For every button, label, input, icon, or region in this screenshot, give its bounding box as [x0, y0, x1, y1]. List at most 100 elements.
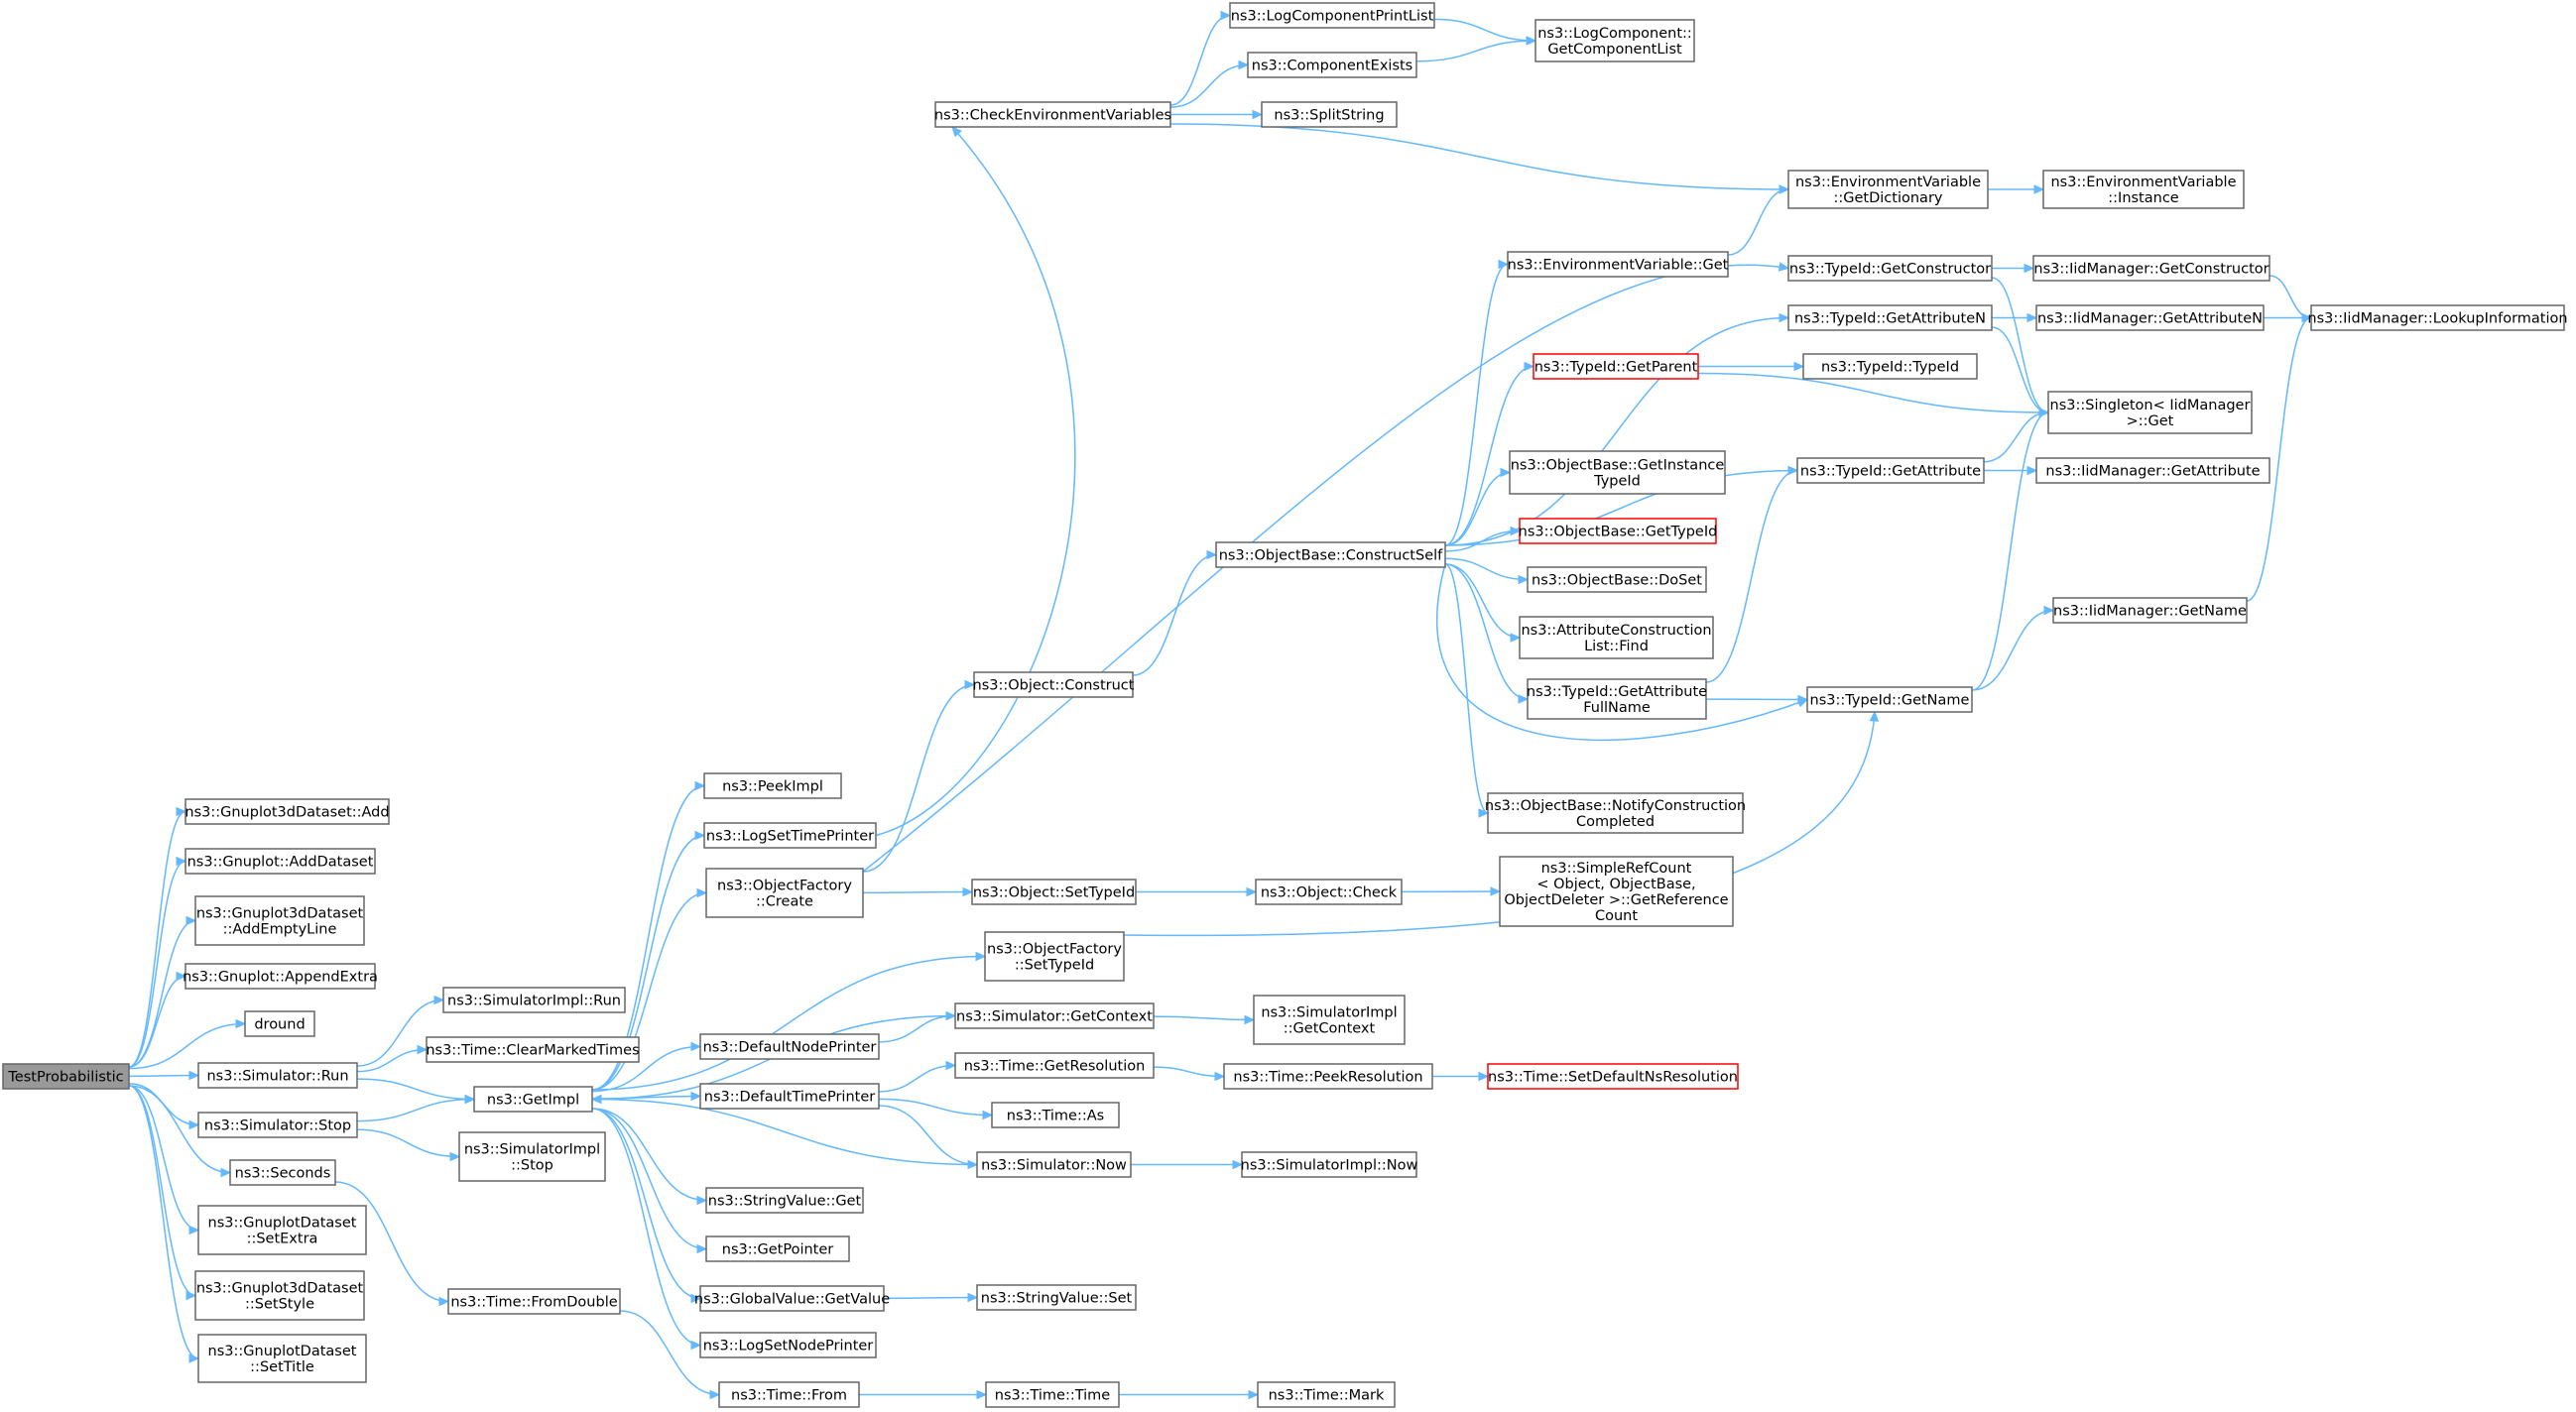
node-typeid_getattributen[interactable]: ns3::TypeId::GetAttributeN [1787, 304, 1993, 331]
node-typeid_getparent[interactable]: ns3::TypeId::GetParent [1533, 353, 1699, 380]
node-time_fromdouble[interactable]: ns3::Time::FromDouble [447, 1288, 621, 1315]
node-box [2035, 304, 2265, 331]
node-singleton_get[interactable]: ns3::Singleton< IidManager >::Get [2047, 391, 2253, 434]
node-box [197, 1334, 367, 1383]
node-gds_settitle[interactable]: ns3::GnuplotDataset::SetTitle [197, 1334, 367, 1383]
node-of_create[interactable]: ns3::ObjectFactory::Create [705, 868, 864, 918]
node-simplerefcount[interactable]: ns3::SimpleRefCount< Object, ObjectBase,… [1499, 856, 1734, 927]
edge-seconds-to-time_fromdouble [334, 1181, 450, 1307]
node-envvar_getdict[interactable]: ns3::EnvironmentVariable::GetDictionary [1787, 170, 1989, 209]
node-defaulttimeprinter[interactable]: ns3::DefaultTimePrinter [699, 1083, 880, 1110]
node-time_from[interactable]: ns3::Time::From [718, 1381, 860, 1408]
node-sim_now[interactable]: ns3::Simulator::Now [976, 1151, 1132, 1178]
node-typeid_typeid[interactable]: ns3::TypeId::TypeId [1802, 353, 1978, 380]
node-label: ns3::GetImpl [487, 1093, 579, 1109]
node-label: ns3::Singleton< IidManager [2050, 398, 2251, 413]
edge-checkenv-to-componentexists [1169, 59, 1250, 108]
node-ob_notifyconstruction[interactable]: ns3::ObjectBase::NotifyConstructionCompl… [1485, 792, 1746, 834]
node-logcomp_getlist[interactable]: ns3::LogComponent::GetComponentList [1534, 19, 1695, 62]
node-box [1487, 792, 1744, 834]
edge-iid_getname-to-iid_lookupinfo [2246, 312, 2313, 602]
node-iid_getattributen[interactable]: ns3::IidManager::GetAttributeN [2035, 304, 2265, 331]
node-iid_getname[interactable]: ns3::IidManager::GetName [2052, 597, 2248, 624]
node-simimpl_now[interactable]: ns3::SimulatorImpl::Now [1241, 1151, 1418, 1178]
node-label: ns3::Time::FromDouble [450, 1295, 617, 1311]
node-iid_getconstructor[interactable]: ns3::IidManager::GetConstructor [2032, 255, 2270, 282]
node-logsettimeprinter[interactable]: ns3::LogSetTimePrinter [703, 822, 877, 849]
node-stringvalue_set[interactable]: ns3::StringValue::Set [976, 1284, 1137, 1311]
node-envvar_get[interactable]: ns3::EnvironmentVariable::Get [1507, 251, 1729, 278]
node-envvar_instance[interactable]: ns3::EnvironmentVariable::Instance [2042, 170, 2245, 209]
node-box [194, 1270, 365, 1321]
node-time_mark[interactable]: ns3::Time::Mark [1257, 1381, 1396, 1408]
node-sim_stop[interactable]: ns3::Simulator::Stop [197, 1112, 358, 1138]
node-time_setdefaultns[interactable]: ns3::Time::SetDefaultNsResolution [1487, 1063, 1739, 1090]
node-ob_gettypeid[interactable]: ns3::ObjectBase::GetTypeId [1519, 518, 1718, 544]
node-gds_setextra[interactable]: ns3::GnuplotDataset::SetExtra [197, 1205, 367, 1255]
node-g3d_setstyle[interactable]: ns3::Gnuplot3dDataset::SetStyle [194, 1270, 365, 1321]
node-logcompprintlist[interactable]: ns3::LogComponentPrintList [1229, 2, 1435, 29]
node-dround[interactable]: dround [244, 1010, 315, 1037]
node-label: ns3::SimulatorImpl::Run [447, 994, 621, 1009]
node-ob_doset[interactable]: ns3::ObjectBase::DoSet [1527, 566, 1707, 593]
node-label: FullName [1583, 700, 1651, 716]
node-label: ns3::SimulatorImpl [1261, 1005, 1397, 1021]
node-label: ns3::LogComponentPrintList [1231, 9, 1434, 25]
node-box [197, 1062, 358, 1089]
node-time_as[interactable]: ns3::Time::As [991, 1102, 1120, 1128]
node-object_settypeid[interactable]: ns3::Object::SetTypeId [971, 879, 1137, 905]
node-simimpl_run[interactable]: ns3::SimulatorImpl::Run [442, 987, 626, 1013]
edge-root-to-g3d_setstyle [128, 1085, 197, 1301]
node-gv_getvalue[interactable]: ns3::GlobalValue::GetValue [694, 1285, 890, 1312]
node-getpointer[interactable]: ns3::GetPointer [705, 1236, 850, 1262]
node-simimpl_getcontext[interactable]: ns3::SimulatorImpl::GetContext [1253, 995, 1406, 1045]
node-time_clearmarked[interactable]: ns3::Time::ClearMarkedTimes [426, 1036, 640, 1063]
node-typeid_getconstructor[interactable]: ns3::TypeId::GetConstructor [1787, 255, 1993, 282]
node-checkenv[interactable]: ns3::CheckEnvironmentVariables [934, 101, 1171, 128]
node-label: ns3::Time::PeekResolution [1233, 1070, 1422, 1086]
edge-ob_constructself-to-typeid_getattributen [1444, 312, 1790, 546]
node-logsetnodeprinter[interactable]: ns3::LogSetNodePrinter [699, 1332, 877, 1358]
node-object_construct[interactable]: ns3::Object::Construct [973, 671, 1135, 698]
node-g3d_add[interactable]: ns3::Gnuplot3dDataset::Add [184, 798, 390, 825]
node-gnu_adddataset[interactable]: ns3::Gnuplot::AddDataset [184, 848, 376, 875]
edge-getimpl-to-logsettimeprinter [591, 830, 706, 1091]
edge-getimpl-to-of_create [591, 887, 708, 1091]
node-componentexists[interactable]: ns3::ComponentExists [1247, 52, 1417, 78]
node-object_check[interactable]: ns3::Object::Check [1255, 879, 1403, 905]
node-label: ns3::Gnuplot3dDataset [196, 1281, 364, 1297]
node-time_time[interactable]: ns3::Time::Time [985, 1381, 1120, 1408]
node-defaultnodeprinter[interactable]: ns3::DefaultNodePrinter [699, 1033, 880, 1060]
node-gnu_appendextra[interactable]: ns3::Gnuplot::AppendExtra [183, 963, 378, 990]
node-typeid_getattribute[interactable]: ns3::TypeId::GetAttribute [1796, 457, 1985, 484]
node-typeid_getname[interactable]: ns3::TypeId::GetName [1806, 686, 1973, 713]
node-iid_lookupinfo[interactable]: ns3::IidManager::LookupInformation [2307, 304, 2568, 331]
node-time_getresolution[interactable]: ns3::Time::GetResolution [954, 1052, 1155, 1079]
node-getimpl[interactable]: ns3::GetImpl [473, 1086, 593, 1113]
node-iid_getattribute[interactable]: ns3::IidManager::GetAttribute [2035, 457, 2270, 484]
node-root[interactable]: TestProbabilistic [2, 1063, 130, 1090]
node-simimpl_stop[interactable]: ns3::SimulatorImpl::Stop [458, 1131, 606, 1182]
node-seconds[interactable]: ns3::Seconds [229, 1159, 336, 1186]
node-peekimpl[interactable]: ns3::PeekImpl [703, 772, 842, 799]
node-label: ns3::PeekImpl [722, 779, 823, 795]
node-label: ns3::ObjectBase::NotifyConstruction [1485, 798, 1746, 814]
node-time_peekresolution[interactable]: ns3::Time::PeekResolution [1223, 1063, 1433, 1090]
edge-root-to-gds_settitle [128, 1085, 200, 1363]
node-stringvalue_get[interactable]: ns3::StringValue::Get [705, 1187, 864, 1214]
node-of_settypeid[interactable]: ns3::ObjectFactory::SetTypeId [984, 931, 1125, 982]
node-label: ns3::EnvironmentVariable [1795, 175, 1981, 190]
node-sim_getcontext[interactable]: ns3::Simulator::GetContext [954, 1002, 1155, 1029]
node-ob_constructself[interactable]: ns3::ObjectBase::ConstructSelf [1215, 541, 1446, 568]
node-sim_run[interactable]: ns3::Simulator::Run [197, 1062, 358, 1089]
node-box [1261, 101, 1398, 128]
node-box [1802, 353, 1978, 380]
node-label: ns3::Time::GetResolution [964, 1059, 1146, 1075]
node-g3d_addempty[interactable]: ns3::Gnuplot3dDataset::AddEmptyLine [194, 895, 365, 946]
node-splitstring[interactable]: ns3::SplitString [1261, 101, 1398, 128]
node-label: ns3::SimulatorImpl [464, 1142, 600, 1158]
